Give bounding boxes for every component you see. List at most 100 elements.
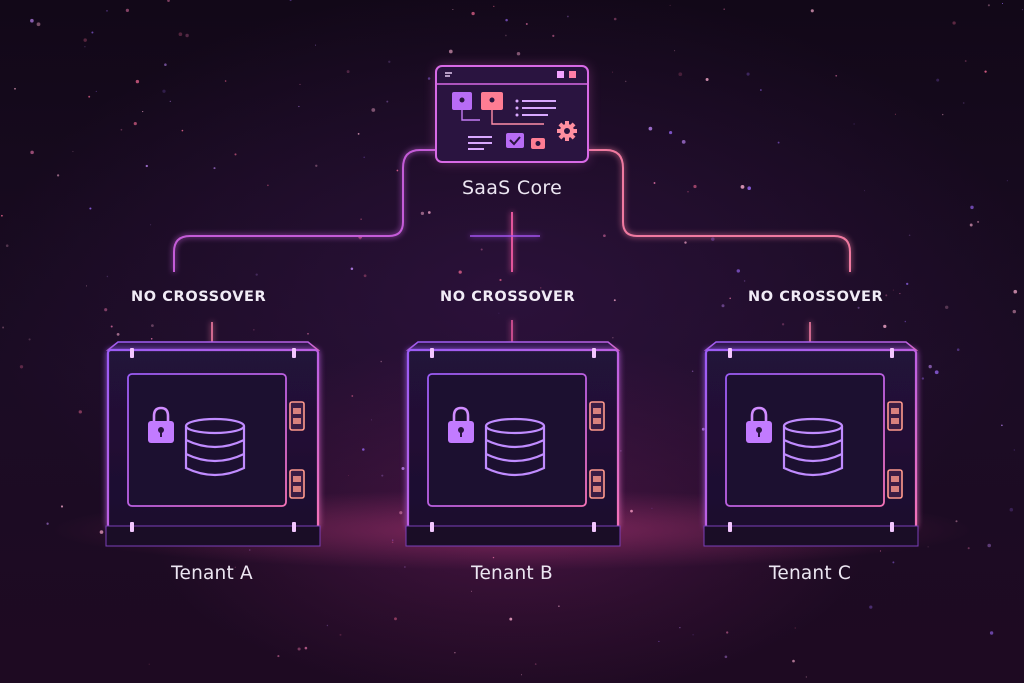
camera-icon — [531, 138, 545, 149]
star — [648, 126, 653, 131]
star — [186, 572, 189, 575]
star — [95, 90, 97, 92]
star — [151, 324, 154, 327]
star — [315, 44, 316, 46]
padlock-icon — [448, 406, 474, 443]
star — [386, 100, 389, 103]
star — [14, 87, 16, 90]
no-crossover-label-c: NO CROSSOVER — [748, 289, 884, 305]
vault-lid — [405, 341, 621, 351]
star — [509, 617, 513, 621]
star — [267, 184, 269, 187]
star — [624, 80, 627, 83]
star — [401, 466, 405, 471]
star — [970, 205, 974, 210]
star — [736, 269, 741, 273]
star — [869, 605, 873, 609]
star — [106, 10, 108, 12]
star — [674, 50, 676, 52]
core-connectors — [173, 149, 851, 344]
star — [148, 663, 150, 665]
star — [613, 299, 616, 302]
star — [363, 156, 366, 159]
star — [297, 647, 301, 651]
star — [967, 547, 970, 550]
star — [56, 174, 60, 177]
star — [360, 218, 362, 220]
tenant-b-label: Tenant B — [471, 563, 553, 584]
star — [181, 129, 184, 132]
star — [540, 287, 542, 289]
star — [277, 655, 280, 658]
star — [60, 505, 64, 508]
star — [883, 324, 887, 329]
list-icon — [515, 99, 556, 117]
star — [448, 49, 453, 54]
star — [945, 305, 949, 309]
star — [493, 5, 495, 8]
star — [88, 95, 91, 98]
star — [234, 566, 236, 568]
vault-hinge-icon — [887, 469, 903, 499]
star — [299, 83, 301, 85]
vault-bolt — [592, 522, 596, 532]
star — [803, 291, 807, 295]
star — [30, 150, 34, 155]
database-icon — [184, 417, 246, 477]
star — [792, 659, 795, 663]
star — [921, 377, 925, 380]
check-icon — [506, 133, 524, 148]
padlock-icon — [746, 406, 772, 443]
star — [781, 323, 785, 326]
vault-bolt — [430, 348, 434, 358]
star — [110, 325, 113, 328]
star — [298, 105, 300, 108]
star — [977, 220, 980, 223]
star — [362, 448, 365, 451]
star — [805, 676, 807, 678]
star — [167, 0, 170, 2]
star — [83, 38, 87, 42]
star — [169, 100, 171, 103]
star — [653, 182, 656, 184]
star — [942, 113, 944, 116]
star — [687, 191, 689, 193]
star — [934, 370, 939, 375]
star — [853, 123, 855, 125]
no-crossover-label-b: NO CROSSOVER — [440, 289, 576, 305]
star — [427, 77, 431, 80]
star — [253, 329, 255, 331]
star — [326, 624, 329, 627]
star — [470, 590, 473, 592]
star — [521, 674, 523, 676]
star — [84, 46, 86, 48]
star — [658, 640, 660, 642]
star — [1022, 9, 1023, 11]
star — [558, 605, 560, 607]
star — [120, 128, 123, 131]
no-crossover-label-a: NO CROSSOVER — [131, 289, 267, 305]
star — [1013, 289, 1018, 294]
vault-bolt — [130, 348, 134, 358]
star — [150, 224, 152, 226]
star — [394, 617, 397, 621]
vault-lid — [703, 341, 919, 351]
star — [760, 89, 762, 91]
database-icon — [782, 417, 844, 477]
star — [359, 238, 361, 240]
vault-b — [405, 341, 621, 547]
connector-to-tenant-c — [588, 149, 851, 272]
vault-hinge-icon — [887, 401, 903, 431]
window-menu-icon — [445, 72, 452, 77]
star — [962, 102, 965, 104]
star — [1001, 2, 1004, 5]
star — [964, 60, 967, 62]
star — [711, 237, 715, 241]
star — [885, 294, 888, 297]
star — [1013, 449, 1015, 451]
star — [164, 63, 167, 66]
star — [304, 646, 308, 650]
star — [178, 32, 183, 37]
star — [150, 338, 153, 340]
